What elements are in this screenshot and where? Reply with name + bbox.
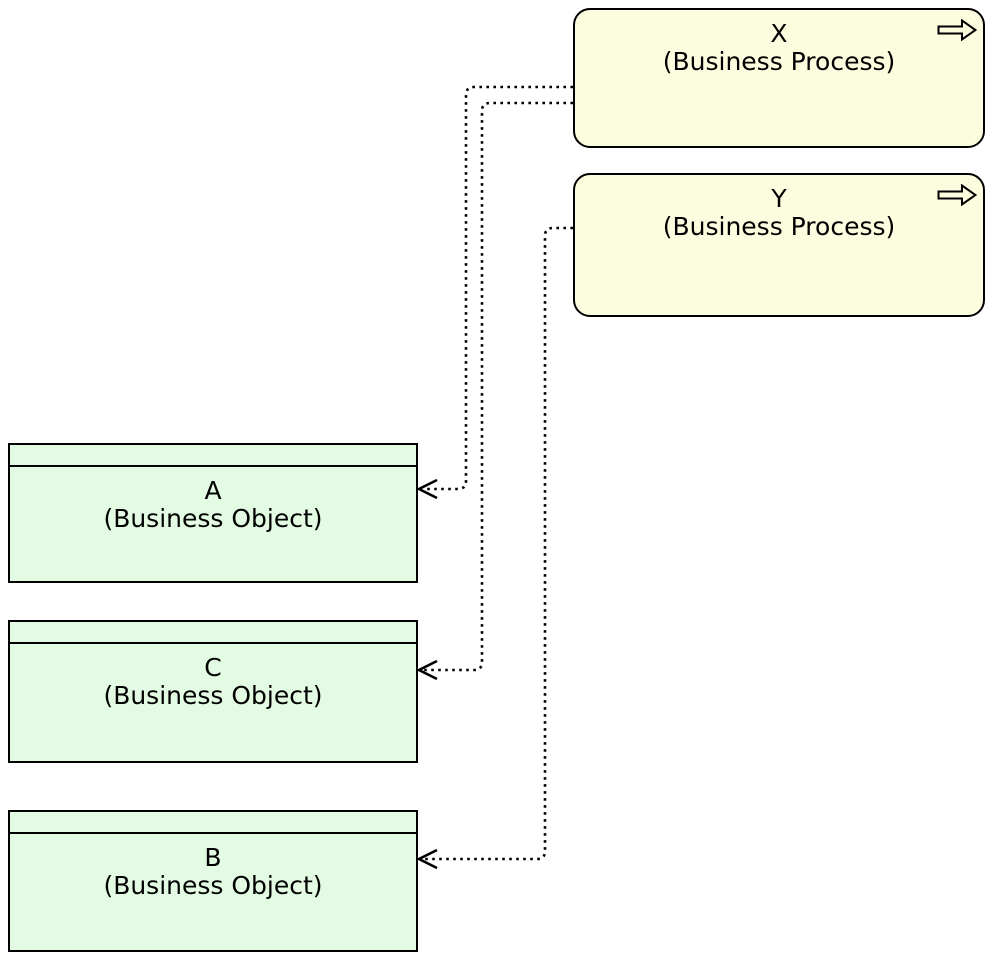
element-type-label: (Business Object) [103,681,323,710]
element-type-label: (Business Process) [662,212,896,241]
element-type-label: (Business Process) [662,47,896,76]
open-arrowhead-icon [416,848,438,870]
element-title: A [204,476,222,505]
object-header-band [10,622,416,644]
relationship-y-to-b-line[interactable] [424,226,573,861]
business-process-x[interactable]: X (Business Process) [573,8,985,148]
object-header-band [10,445,416,467]
relationship-x-to-a[interactable] [416,85,573,500]
object-header-band [10,812,416,834]
business-object-c[interactable]: C (Business Object) [8,620,418,763]
element-title: X [770,19,788,48]
open-arrowhead-icon [416,659,438,681]
relationship-y-to-b[interactable] [416,226,573,870]
element-title: Y [771,184,787,213]
business-object-a[interactable]: A (Business Object) [8,443,418,583]
business-object-b[interactable]: B (Business Object) [8,810,418,952]
element-type-label: (Business Object) [103,871,323,900]
business-process-y[interactable]: Y (Business Process) [573,173,985,317]
business-process-arrow-icon [937,19,977,41]
relationship-x-to-a-line[interactable] [424,85,573,491]
element-type-label: (Business Object) [103,504,323,533]
relationship-x-to-c[interactable] [416,101,573,681]
relationship-x-to-c-line[interactable] [424,101,573,672]
element-title: C [204,653,222,682]
open-arrowhead-icon [416,478,438,500]
element-title: B [204,843,222,872]
business-process-arrow-icon [937,184,977,206]
